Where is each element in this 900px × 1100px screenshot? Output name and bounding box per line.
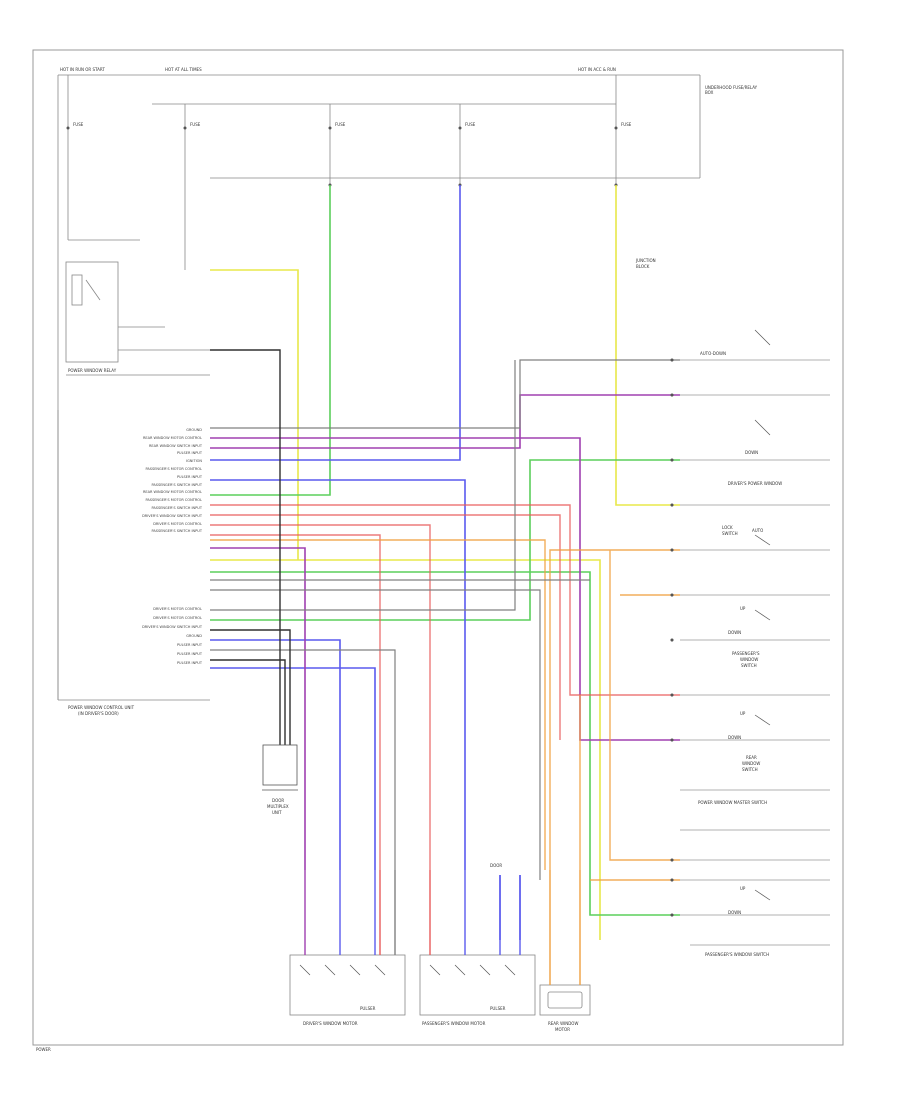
pin-label: PULSER INPUT	[176, 474, 202, 479]
junction-label-1: JUNCTION	[636, 258, 656, 263]
pin-label: REAR WINDOW MOTOR CONTROL	[142, 435, 202, 440]
pin-label: GROUND	[186, 634, 202, 638]
fuse-e-label: FUSE	[621, 122, 632, 127]
rear-switch-label-3: SWITCH	[742, 767, 758, 772]
control-unit-outline	[57, 410, 210, 701]
motor-contacts	[299, 964, 516, 976]
pin-label: PULSER INPUT	[176, 652, 202, 656]
pin-label: PASSENGER'S MOTOR CONTROL	[145, 466, 202, 471]
pin-label: GROUND	[186, 428, 202, 432]
pin-label: PASSENGER'S MOTOR CONTROL	[145, 498, 202, 503]
control-unit-label-2: (IN DRIVER'S DOOR)	[78, 711, 119, 716]
master-switch-group-label: POWER WINDOW MASTER SWITCH	[698, 800, 768, 805]
wire-blue	[210, 185, 521, 940]
pin-label: PULSER INPUT	[176, 451, 202, 456]
pin-label: REAR WINDOW SWITCH INPUT	[148, 443, 202, 448]
fuse-c-label: FUSE	[335, 122, 346, 127]
ground-label-2: MULTIPLEX	[267, 804, 289, 809]
hot-acc-label: HOT IN ACC & RUN	[578, 67, 616, 72]
wire-yellow	[210, 185, 680, 940]
wire-orange	[210, 539, 680, 881]
pin-label: PASSENGER'S SWITCH INPUT	[151, 505, 202, 510]
up-label-2: UP	[740, 711, 746, 716]
pin-label: PULSER INPUT	[176, 661, 202, 665]
pin-label: IGNITION	[186, 459, 202, 464]
relay-box	[65, 261, 210, 376]
up-label-1: UP	[740, 606, 746, 611]
auto-down-label: AUTO-DOWN	[700, 351, 726, 356]
fuse-box-label: UNDERHOOD FUSE/RELAY BOX	[705, 85, 758, 95]
relay-label: POWER WINDOW RELAY	[68, 368, 117, 373]
pin-label: DRIVER'S MOTOR CONTROL	[153, 616, 202, 620]
pass-switch-label-1: PASSENGER'S	[732, 651, 760, 656]
ground-symbol	[262, 744, 298, 791]
diagram-border	[32, 49, 844, 1046]
pin-list-2: DRIVER'S MOTOR CONTROL DRIVER'S MOTOR CO…	[62, 607, 202, 670]
rear-motor-label-2: MOTOR	[555, 1027, 570, 1032]
lock-switch-label-1: LOCK	[722, 525, 733, 530]
down-label-2: DOWN	[728, 735, 742, 740]
down-label-3: DOWN	[728, 910, 742, 915]
pin-label: PASSENGER'S SWITCH INPUT	[151, 482, 202, 487]
ground-label-1: DOOR	[272, 798, 285, 803]
driver-motor-label: DRIVER'S WINDOW MOTOR	[303, 1021, 358, 1026]
control-unit-label-1: POWER WINDOW CONTROL UNIT	[68, 705, 135, 710]
pass-switch-label-3: SWITCH	[741, 663, 757, 668]
auto-label: AUTO	[752, 528, 764, 533]
down-label-1: DOWN	[728, 630, 742, 635]
hot-run-label: HOT IN RUN OR START	[60, 67, 105, 72]
switch-contacts	[670, 329, 771, 917]
junction-label-2: BLOCK	[636, 264, 650, 269]
down-label-top: DOWN	[745, 450, 759, 455]
pin-list-1: GROUND REAR WINDOW MOTOR CONTROL REAR WI…	[62, 428, 202, 537]
pin-label: REAR WINDOW MOTOR CONTROL	[142, 490, 202, 495]
pulser-label-2: PULSER	[490, 1006, 506, 1011]
fuse-symbols	[66, 126, 618, 187]
wire-black	[210, 349, 291, 745]
rear-motor-label-1: REAR WINDOW	[548, 1021, 579, 1026]
up-label-3: UP	[740, 886, 746, 891]
pass-switch-label-2: WINDOW	[740, 657, 759, 662]
lock-switch-label-2: SWITCH	[722, 531, 738, 536]
ground-label-3: UNIT	[272, 810, 282, 815]
pin-label: DRIVER'S WINDOW SWITCH INPUT	[142, 513, 202, 518]
hot-all-label: HOT AT ALL TIMES	[165, 67, 202, 72]
footer-label: POWER	[36, 1047, 51, 1052]
fuse-d-label: FUSE	[465, 122, 476, 127]
rear-switch-label-1: REAR	[746, 755, 757, 760]
pin-label: DRIVER'S MOTOR CONTROL	[153, 521, 202, 526]
fuse-a-label: FUSE	[73, 122, 84, 127]
fuse-b-label: FUSE	[190, 122, 201, 127]
rear-switch-label-2: WINDOW	[742, 761, 761, 766]
pin-label: PULSER INPUT	[176, 643, 202, 647]
wire-gray	[210, 359, 680, 880]
pin-label: DRIVER'S WINDOW SWITCH INPUT	[142, 625, 202, 629]
main-switch-label: DRIVER'S POWER WINDOW	[727, 481, 783, 486]
passenger-switch-group-label: PASSENGER'S WINDOW SWITCH	[705, 952, 770, 957]
door-multi-label-1: DOOR	[490, 863, 503, 868]
pulser-label-1: PULSER	[360, 1006, 376, 1011]
motor-leads	[304, 870, 581, 985]
passenger-motor-label: PASSENGER'S WINDOW MOTOR	[422, 1021, 486, 1026]
switch-panels	[680, 359, 830, 946]
wire-red	[210, 504, 680, 870]
pin-label: PASSENGER'S SWITCH INPUT	[151, 529, 202, 534]
motor-boxes	[289, 954, 591, 1016]
pin-label: DRIVER'S MOTOR CONTROL	[153, 607, 202, 611]
